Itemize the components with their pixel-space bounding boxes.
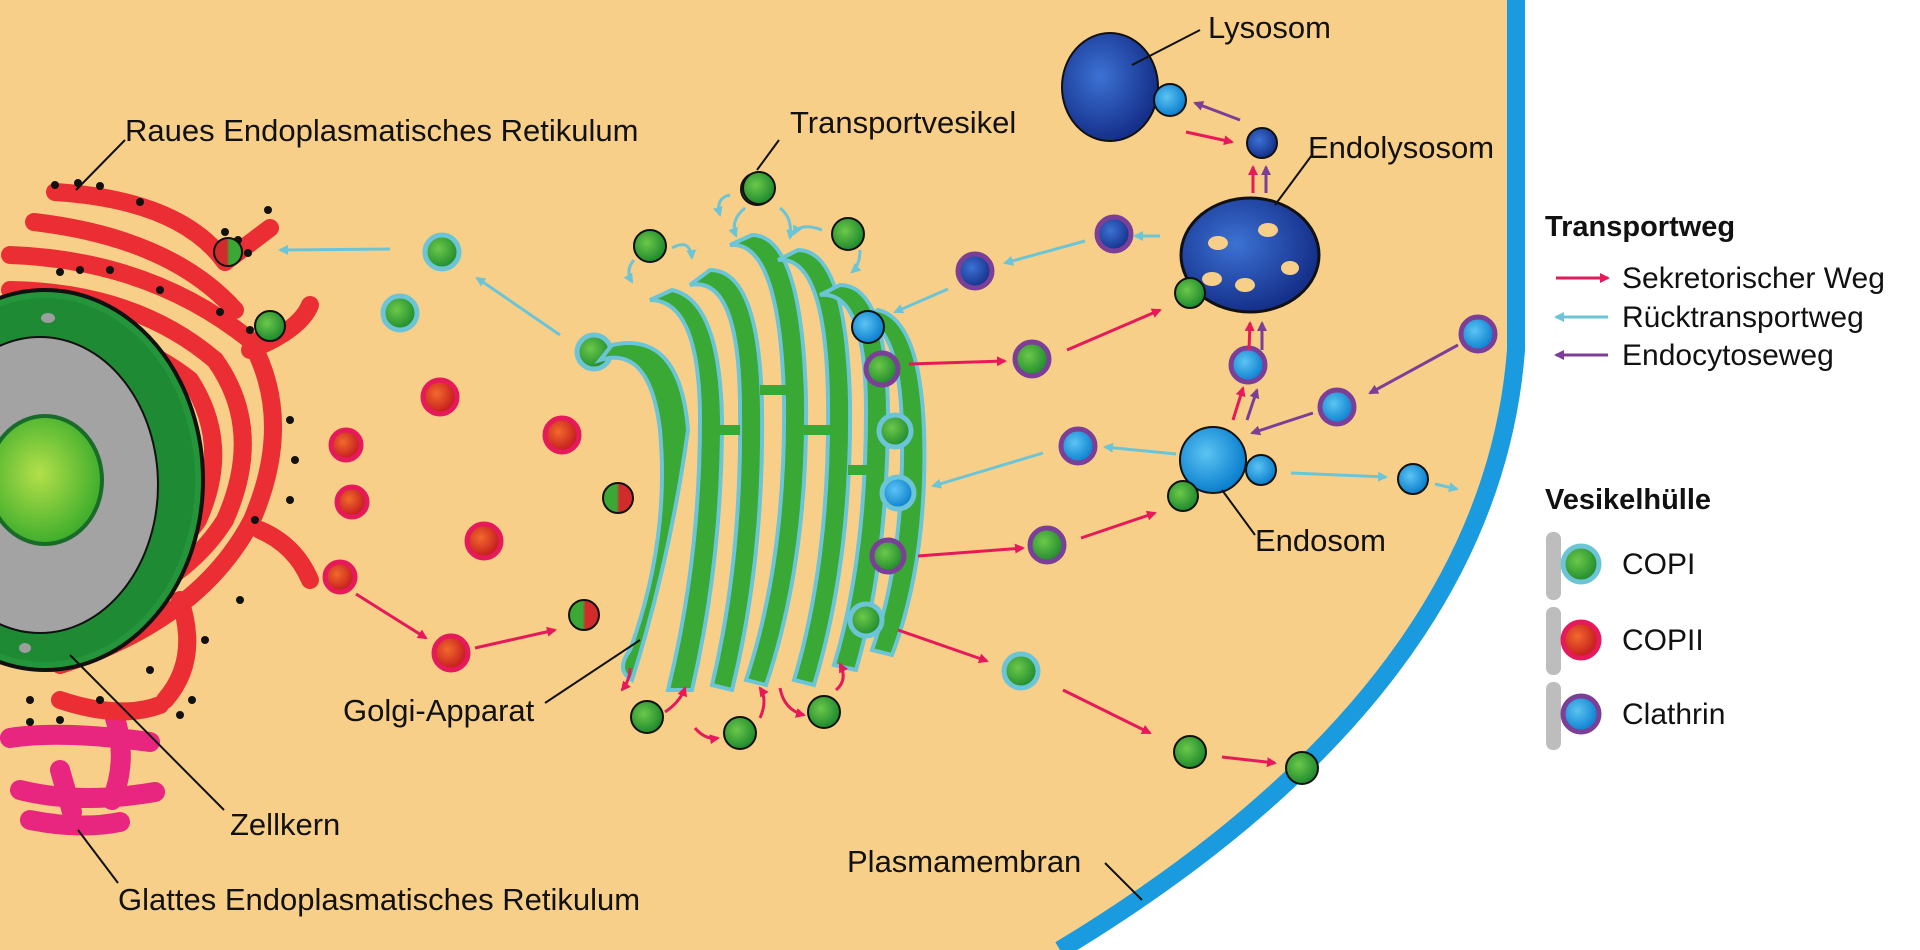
legend-vesikelhuelle-title: Vesikelhülle	[1545, 484, 1711, 516]
legend-vesicle-copii	[1560, 619, 1602, 661]
label-endolysosom: Endolysosom	[1308, 130, 1494, 165]
legend-label-copii: COPII	[1622, 624, 1704, 657]
endocytic-arrows	[1193, 101, 1459, 436]
nucleus	[0, 288, 205, 672]
legend-vesikelhuelle: Vesikelhülle COPI COPII Clathrin	[1545, 484, 1725, 750]
ribosomes	[26, 179, 299, 726]
endolysosome	[1174, 196, 1321, 314]
plasma-membrane	[1055, 0, 1525, 950]
legend-label-copi: COPI	[1622, 548, 1695, 581]
transport-vesicles	[742, 127, 1498, 785]
legend-membrane-clathrin	[1546, 682, 1561, 750]
label-lysosom: Lysosom	[1208, 10, 1331, 45]
legend-label-ruecktransport: Rücktransportweg	[1622, 301, 1864, 334]
label-raues-er: Raues Endoplasmatisches Retikulum	[125, 113, 638, 148]
lysosome	[1061, 32, 1187, 142]
label-zellkern: Zellkern	[230, 807, 340, 842]
label-transportvesikel: Transportvesikel	[790, 105, 1016, 140]
label-endosom: Endosom	[1255, 523, 1386, 558]
legend-vesicle-copi	[1560, 543, 1602, 585]
label-glattes-er: Glattes Endoplasmatisches Retikulum	[118, 882, 640, 917]
er-vesicle	[213, 237, 243, 267]
leader-lines	[69, 29, 1313, 901]
smooth-er	[0, 708, 165, 836]
retrograde-arrows	[278, 193, 1459, 493]
legend-vesicle-clathrin	[1560, 693, 1602, 735]
label-golgi: Golgi-Apparat	[343, 693, 535, 728]
secretory-arrows	[355, 130, 1277, 768]
copi-vesicles	[254, 232, 614, 372]
legend-label-clathrin: Clathrin	[1622, 698, 1725, 731]
legend-transportweg: Transportweg Sekretorischer Weg Rücktran…	[1545, 211, 1885, 372]
legend-label-sekretorisch: Sekretorischer Weg	[1622, 262, 1885, 295]
copii-vesicles	[322, 377, 634, 673]
legend-transportweg-title: Transportweg	[1545, 211, 1735, 243]
legend-membrane-copii	[1546, 607, 1561, 675]
golgi-internal-lines	[715, 385, 870, 475]
legend-label-endocytose: Endocytoseweg	[1622, 339, 1834, 372]
legend-membrane-copi	[1546, 532, 1561, 600]
endosome	[1167, 426, 1277, 512]
label-plasmamembran: Plasmamembran	[847, 844, 1081, 879]
